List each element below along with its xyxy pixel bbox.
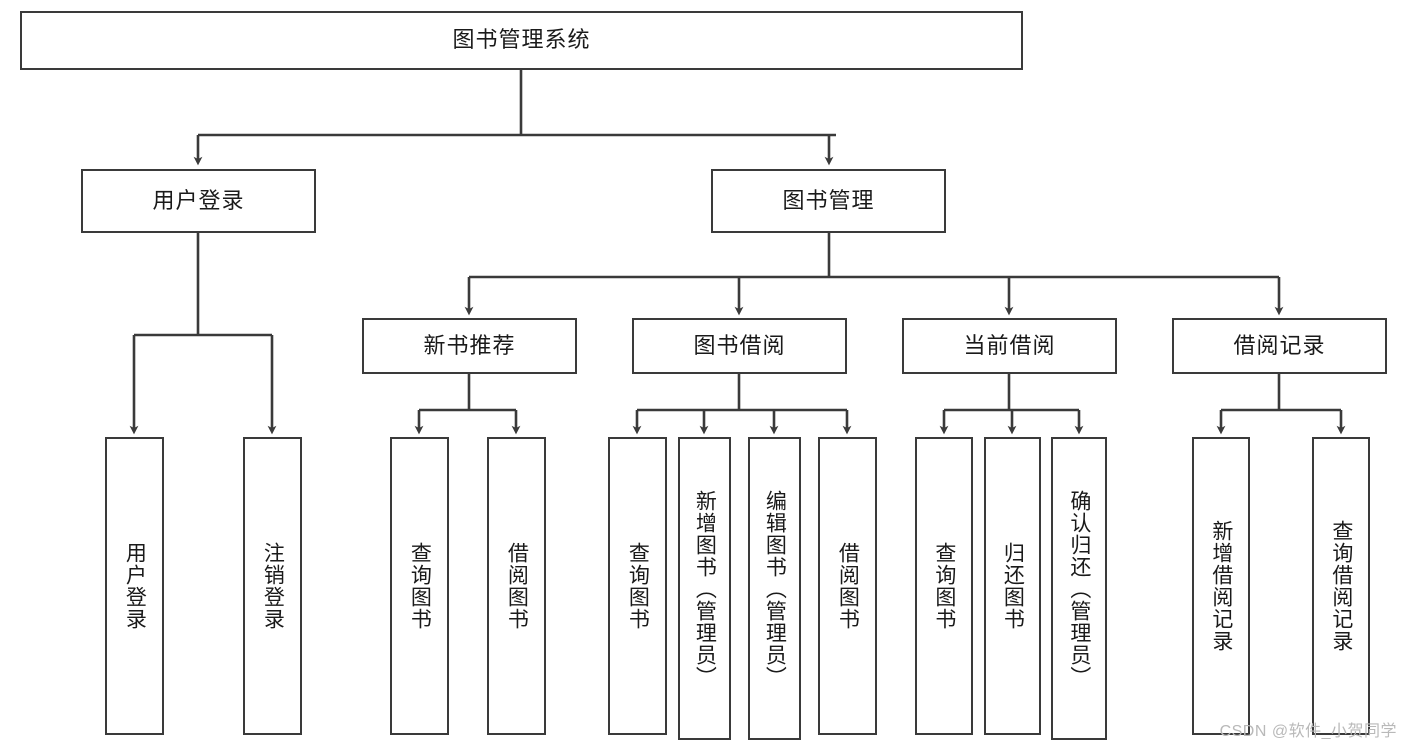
leaf-query-book-1[interactable]: 查询图书 [390,437,449,735]
leaf-query-book-3[interactable]: 查询图书 [915,437,973,735]
leaf-confirm-return-label: 确认归还（管理员） [1067,489,1091,688]
leaf-borrow-book-1-label: 借阅图书 [505,542,529,630]
node-current-borrow[interactable]: 当前借阅 [902,318,1117,374]
leaf-confirm-return[interactable]: 确认归还（管理员） [1051,437,1107,740]
leaf-user-login-label: 用户登录 [123,542,147,630]
node-book-borrow-label: 图书借阅 [693,332,786,358]
leaf-logout[interactable]: 注销登录 [243,437,302,735]
node-book-manage-label: 图书管理 [782,187,875,213]
leaf-return-book-label: 归还图书 [1001,542,1025,630]
node-book-manage[interactable]: 图书管理 [711,169,946,233]
leaf-user-login[interactable]: 用户登录 [105,437,164,735]
leaf-query-record[interactable]: 查询借阅记录 [1312,437,1370,735]
leaf-query-book-2[interactable]: 查询图书 [608,437,667,735]
node-new-book-rec-label: 新书推荐 [423,332,516,358]
node-borrow-record-label: 借阅记录 [1233,332,1326,358]
leaf-borrow-book-2-label: 借阅图书 [836,542,860,630]
leaf-query-record-label: 查询借阅记录 [1329,520,1353,652]
node-new-book-rec[interactable]: 新书推荐 [362,318,577,374]
node-borrow-record[interactable]: 借阅记录 [1172,318,1387,374]
watermark: CSDN @软件_小贺同学 [1219,723,1397,740]
node-book-borrow[interactable]: 图书借阅 [632,318,847,374]
node-root-label: 图书管理系统 [452,27,591,53]
leaf-logout-label: 注销登录 [261,542,285,630]
leaf-borrow-book-1[interactable]: 借阅图书 [487,437,546,735]
leaf-add-record[interactable]: 新增借阅记录 [1192,437,1250,735]
leaf-edit-book-label: 编辑图书（管理员） [763,489,787,688]
leaf-add-record-label: 新增借阅记录 [1209,520,1233,652]
node-current-borrow-label: 当前借阅 [963,332,1056,358]
node-user-login-label: 用户登录 [152,187,245,213]
node-root-system[interactable]: 图书管理系统 [20,11,1023,70]
node-user-login[interactable]: 用户登录 [81,169,316,233]
leaf-add-book-label: 新增图书（管理员） [693,489,717,688]
leaf-return-book[interactable]: 归还图书 [984,437,1041,735]
leaf-query-book-1-label: 查询图书 [408,542,432,630]
leaf-query-book-3-label: 查询图书 [932,542,956,630]
leaf-borrow-book-2[interactable]: 借阅图书 [818,437,877,735]
leaf-query-book-2-label: 查询图书 [626,542,650,630]
leaf-edit-book[interactable]: 编辑图书（管理员） [748,437,801,740]
leaf-add-book[interactable]: 新增图书（管理员） [678,437,731,740]
